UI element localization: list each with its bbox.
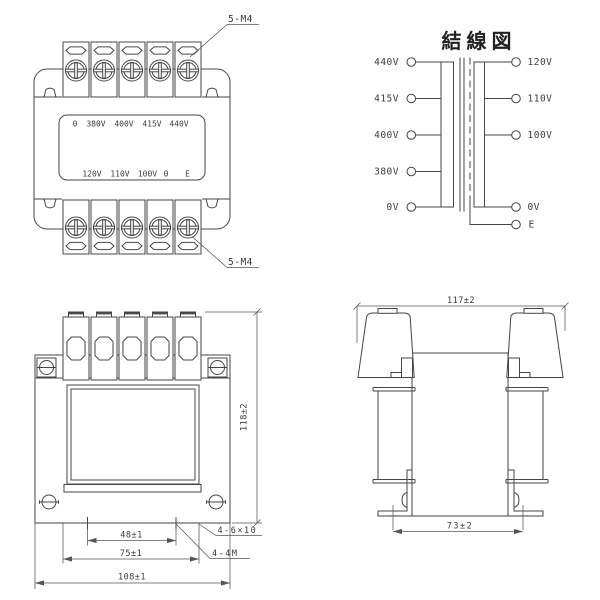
nut-recess [150,336,170,361]
nut-recess [94,336,114,361]
secondary-winding: 120V 110V 100V 0V E [473,57,553,231]
primary-winding: 440V 415V 400V 380V 0V [374,57,454,213]
core-stack [411,352,509,517]
terminal-screw [93,59,115,82]
nut-recess [66,336,86,361]
slot-note: 4-6×10 [218,526,258,536]
clamp-tab [205,87,219,98]
screw-note-top: 5-M4 [189,14,259,58]
terminal-screw [149,216,171,239]
dimensioned-front-view: 48±1 75±1 108±1 118±2 4-6×10 4-4M [34,308,262,589]
wiring-diagram-title: 結線図 [442,29,517,53]
dim-overall-width: 108±1 [118,573,146,583]
clamp-tab [43,198,57,209]
secondary-terminal-label: E [529,220,535,231]
side-dimensions: 117±2 73±2 [353,296,569,535]
coil-window [66,384,200,485]
earth-lead [469,199,512,225]
wiring-diagram-view: 結線図 440V 415V 400V 380V 0V [374,29,553,231]
dim-foot-pitch: 73±2 [447,522,473,532]
tap-hole-marks [83,517,180,529]
nut-recess [122,336,142,361]
clamp-tab [205,198,219,209]
clamp-tab [43,87,57,98]
front-dimensions: 48±1 75±1 108±1 118±2 4-6×10 4-4M [34,308,262,589]
primary-terminal-label: 415V [374,94,399,105]
terminal-block-top [62,41,202,98]
terminal-block-bottom [62,199,202,255]
primary-terminal-label: 440V [374,57,399,68]
terminal-block [62,311,202,381]
nameplate-secondary-0: 120V [82,170,101,179]
nameplate-secondary-2: 100V [138,170,157,179]
screw-note-bottom-label: 5-M4 [228,257,253,268]
terminal-screw [121,216,143,239]
body-outline [34,354,231,529]
nameplate-secondary-1: 110V [110,170,129,179]
bobbin-flange [63,484,202,493]
mount-bracket-right [508,469,544,517]
dim-tap-pitch: 48±1 [120,531,142,541]
terminal-screw [93,216,115,239]
dim-slot-pitch: 75±1 [120,549,142,559]
terminal-screw [177,59,199,82]
nameplate-primary-3: 415V [142,120,161,129]
mount-bracket-left [377,469,412,517]
terminal-block-side-right [506,312,564,378]
primary-terminal-label: 380V [374,167,399,178]
secondary-terminal-label: 0V [528,202,540,213]
screw-note-bottom: 5-M4 [191,236,259,268]
front-view: 0 380V 400V 415V 440V 120V 110V 100V 0 E [33,14,259,268]
nameplate-secondary-3: 0 [164,170,169,179]
primary-terminal-label: 0V [387,202,399,213]
nameplate-primary-0: 0 [73,120,78,129]
secondary-terminal-label: 120V [528,57,553,68]
nameplate-primary-4: 440V [169,120,188,129]
terminal-screw [65,59,87,82]
secondary-terminal-label: 100V [528,130,553,141]
terminal-screw [149,59,171,82]
primary-terminal-label: 400V [374,130,399,141]
dim-overall-height: 118±2 [240,403,250,431]
nameplate: 0 380V 400V 415V 440V 120V 110V 100V 0 E [58,114,206,181]
nameplate-primary-1: 380V [86,120,105,129]
bobbin-sides [377,391,544,480]
nameplate-secondary-4: E [185,170,190,179]
bobbin-flange-top [372,387,549,392]
terminal-block-side-left [357,312,415,378]
dimensioned-side-view: 117±2 73±2 [353,296,569,535]
terminal-screw [177,216,199,239]
core-lines [459,57,512,225]
dim-overall-depth: 117±2 [447,296,475,306]
side-body [357,308,564,530]
tap-note: 4-4M [212,549,238,559]
screw-note-top-label: 5-M4 [228,14,253,25]
secondary-terminal-label: 110V [528,94,553,105]
bobbin-flange-bottom [372,479,549,484]
foot-hole-marks [388,505,528,530]
terminal-screw [121,59,143,82]
terminal-screw [65,216,87,239]
nameplate-primary-2: 400V [114,120,133,129]
nut-recess [178,336,198,361]
